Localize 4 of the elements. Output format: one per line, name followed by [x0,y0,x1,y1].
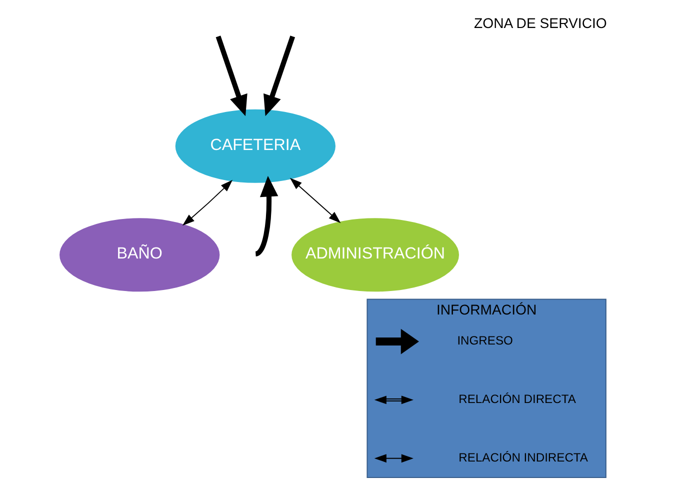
legend-label: RELACIÓN DIRECTA [458,392,576,406]
diagram-title: ZONA DE SERVICIO [474,14,606,31]
legend-label: RELACIÓN INDIRECTA [458,450,588,464]
legend-label: INGRESO [456,334,512,348]
